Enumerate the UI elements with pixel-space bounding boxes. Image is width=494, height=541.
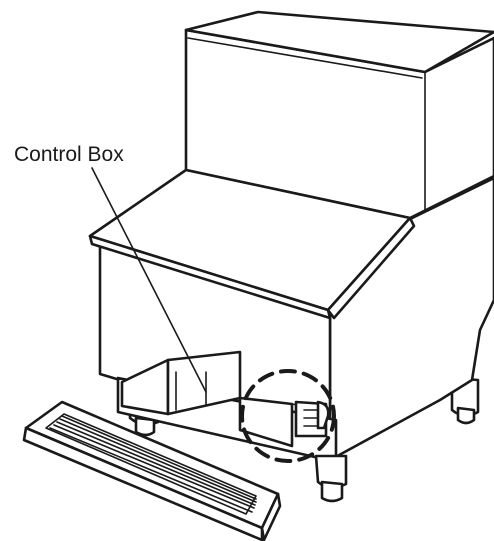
control-box-leader-line [91, 167, 207, 393]
bin-lid [88, 168, 416, 320]
front-grille-panel [22, 400, 282, 541]
drain-fittings [294, 400, 330, 438]
control-box-label: Control Box [14, 143, 124, 166]
base-opening [116, 350, 338, 462]
highlight-circle [240, 369, 336, 463]
front-left-leg [314, 454, 348, 503]
